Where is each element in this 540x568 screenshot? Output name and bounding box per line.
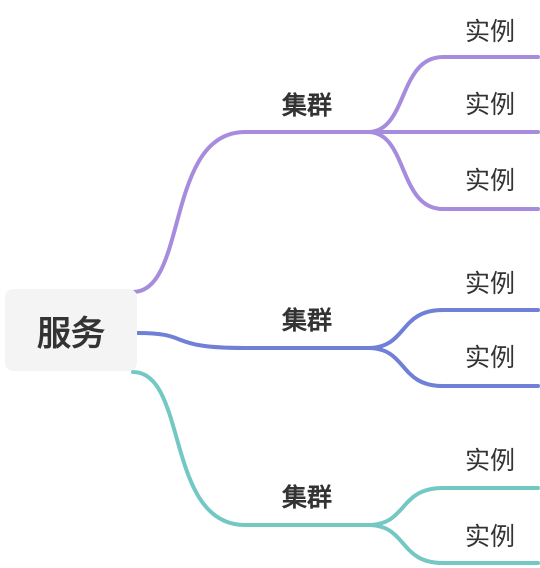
- cluster-3-instance-1-label[interactable]: 实例: [464, 446, 515, 475]
- cluster-1-trunk-connector: [131, 130, 247, 294]
- cluster-3-instance-1-connector: [366, 486, 540, 527]
- cluster-2-trunk-connector: [136, 331, 247, 350]
- cluster-3-label[interactable]: 集群: [281, 483, 332, 512]
- cluster-2-instance-2-connector: [366, 346, 540, 388]
- cluster-2-instance-1-label[interactable]: 实例: [464, 269, 515, 298]
- cluster-2-label[interactable]: 集群: [281, 306, 332, 335]
- cluster-1-instance-1-connector: [366, 55, 540, 134]
- cluster-2-instance-1-connector: [366, 308, 540, 350]
- cluster-3-instance-2-connector: [366, 523, 540, 565]
- cluster-3-instance-2-label[interactable]: 实例: [464, 522, 515, 551]
- cluster-1-label[interactable]: 集群: [281, 91, 332, 120]
- cluster-1-instance-3-label[interactable]: 实例: [464, 166, 515, 195]
- root-label: 服务: [37, 313, 105, 354]
- root-node[interactable]: 服务: [5, 289, 137, 371]
- cluster-1-instance-2-label[interactable]: 实例: [464, 90, 515, 119]
- cluster-2-instance-2-label[interactable]: 实例: [464, 343, 515, 372]
- cluster-1-instance-1-label[interactable]: 实例: [464, 17, 515, 46]
- cluster-3-trunk-connector: [131, 370, 247, 527]
- cluster-1-instance-3-connector: [366, 130, 540, 211]
